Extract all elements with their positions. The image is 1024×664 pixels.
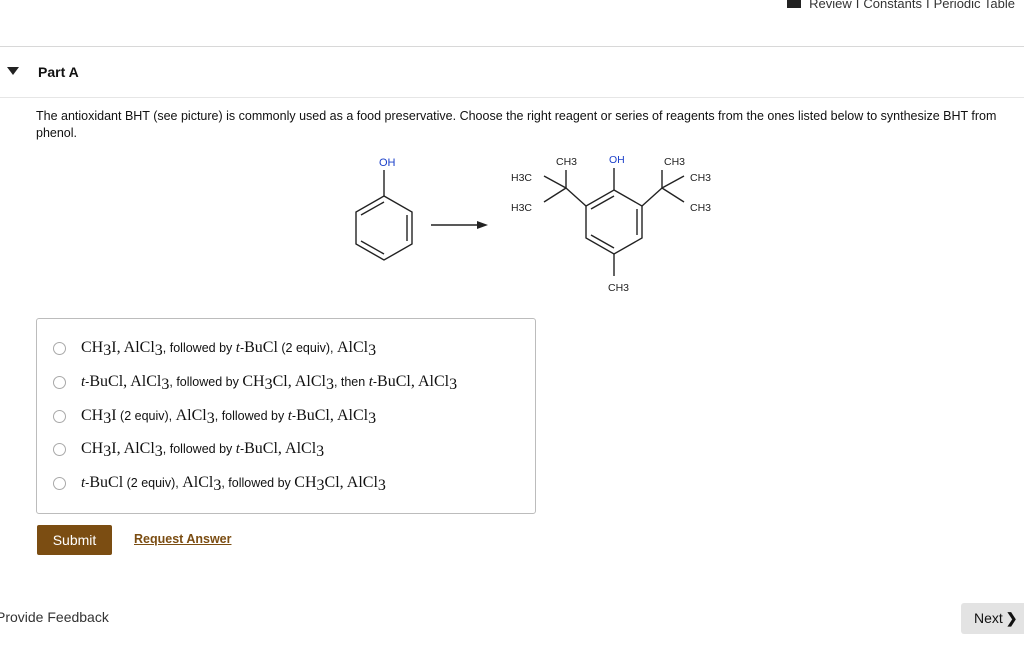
reaction-scheme: OH OH CH3 H3C H3C CH3 CH3 CH3 CH3	[355, 154, 711, 294]
h3c-label: H3C	[511, 172, 532, 184]
option-2[interactable]: t-BuCl, AlCl3, followed by CH3Cl, AlCl3,…	[53, 371, 457, 393]
review-link[interactable]: Review	[809, 0, 852, 11]
phenol-oh-label: OH	[379, 157, 396, 169]
h3c-label: H3C	[511, 202, 532, 214]
ch3-label: CH3	[556, 156, 577, 168]
option-4-text: CH3I, AlCl3, followed by t-BuCl, AlCl3	[81, 440, 325, 460]
ch3-label: CH3	[690, 172, 711, 184]
constants-link[interactable]: Constants	[863, 0, 922, 11]
resource-links: Review I Constants I Periodic Table	[787, 0, 1015, 11]
collapse-caret-icon[interactable]	[7, 67, 19, 75]
option-5[interactable]: t-BuCl (2 equiv), AlCl3, followed by CH3…	[53, 472, 386, 494]
radio-button[interactable]	[53, 375, 66, 389]
provide-feedback-link[interactable]: Provide Feedback	[0, 609, 109, 625]
book-icon	[787, 0, 802, 8]
separator: I	[925, 0, 930, 11]
ch3-label: CH3	[608, 282, 629, 294]
chevron-right-icon: ❯	[1005, 610, 1018, 626]
part-header: Part A	[0, 47, 1024, 98]
top-bar: Review I Constants I Periodic Table	[0, 0, 1024, 47]
ch3-label: CH3	[664, 156, 685, 168]
bht-oh-label: OH	[609, 154, 625, 166]
question-text: The antioxidant BHT (see picture) is com…	[36, 109, 997, 140]
separator: I	[855, 0, 860, 11]
bht-structure	[543, 168, 685, 276]
option-1[interactable]: CH3I, AlCl3, followed by t-BuCl (2 equiv…	[53, 337, 376, 359]
radio-button[interactable]	[53, 442, 66, 456]
option-3[interactable]: CH3I (2 equiv), AlCl3, followed by t-BuC…	[53, 405, 376, 427]
answer-options: CH3I, AlCl3, followed by t-BuCl (2 equiv…	[36, 318, 536, 514]
option-4[interactable]: CH3I, AlCl3, followed by t-BuCl, AlCl3	[53, 438, 324, 460]
next-button[interactable]: Next❯	[961, 603, 1024, 634]
radio-button[interactable]	[53, 476, 66, 490]
option-2-text: t-BuCl, AlCl3, followed by CH3Cl, AlCl3,…	[81, 373, 458, 393]
phenol-structure	[355, 170, 413, 261]
next-label: Next	[974, 610, 1003, 626]
radio-button[interactable]	[53, 341, 66, 355]
part-title: Part A	[38, 64, 79, 80]
submit-button[interactable]: Submit	[37, 525, 112, 555]
option-3-text: CH3I (2 equiv), AlCl3, followed by t-BuC…	[81, 407, 377, 427]
ch3-label: CH3	[690, 202, 711, 214]
periodic-table-link[interactable]: Periodic Table	[933, 0, 1015, 11]
radio-button[interactable]	[53, 409, 66, 423]
request-answer-link[interactable]: Request Answer	[134, 532, 232, 546]
reaction-arrow	[431, 221, 488, 229]
option-5-text: t-BuCl (2 equiv), AlCl3, followed by CH3…	[81, 474, 386, 494]
option-1-text: CH3I, AlCl3, followed by t-BuCl (2 equiv…	[81, 339, 377, 359]
